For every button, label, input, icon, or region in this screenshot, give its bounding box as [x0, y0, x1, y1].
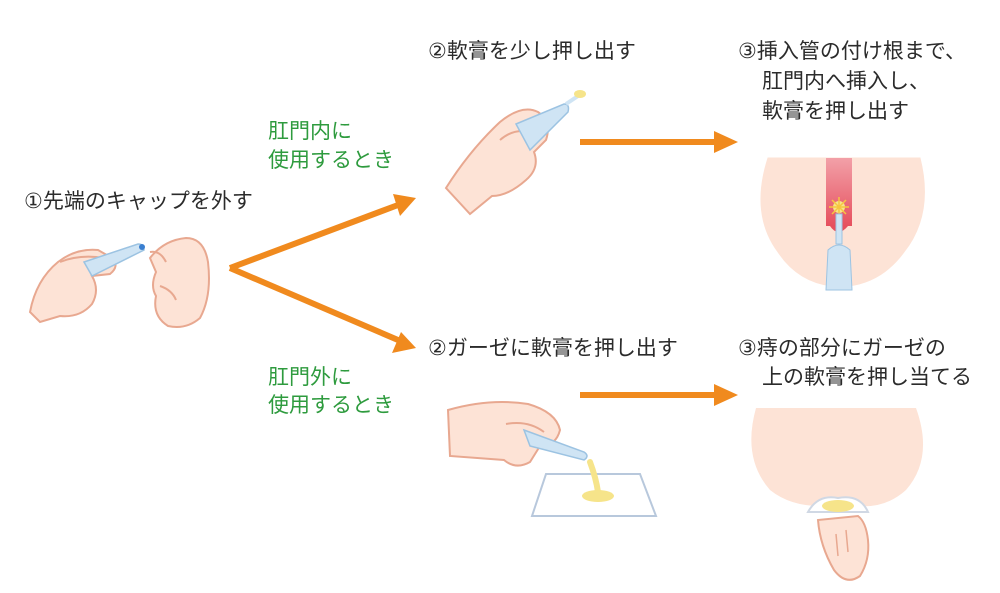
inside-step3-label-line2: 肛門内へ挿入し、 — [762, 69, 930, 93]
inside-step2-label: ②軟膏を少し押し出す — [428, 39, 636, 63]
hand-squeezing-tube-illustration — [444, 90, 586, 216]
gauze-press-illustration — [751, 408, 924, 581]
inside-step3-label-line3: 軟膏を押し出す — [762, 99, 909, 123]
inside-step-arrow — [580, 131, 738, 153]
branch-arrow-up — [228, 194, 416, 271]
outside-step3-label-line1: ③痔の部分にガーゼの — [738, 336, 946, 360]
branch-arrow-down — [228, 265, 416, 353]
outside-step-arrow — [580, 384, 738, 406]
outside-step3-label-line2: 上の軟膏を押し当てる — [762, 365, 972, 389]
inside-step3-label-line1: ③挿入管の付け根まで、 — [738, 39, 966, 63]
gauze-squeeze-illustration — [446, 401, 658, 517]
outside-branch-label-line1: 肛門外に — [268, 365, 352, 389]
inside-branch-label-line1: 肛門内に — [268, 119, 352, 143]
hands-removing-cap-illustration — [28, 236, 210, 328]
inside-branch-label-line2: 使用するとき — [268, 148, 394, 172]
step1-label: ①先端のキャップを外す — [24, 189, 253, 213]
outside-step2-label: ②ガーゼに軟膏を押し出す — [428, 336, 678, 360]
rectal-insertion-illustration — [760, 157, 925, 291]
outside-branch-label-line2: 使用するとき — [268, 393, 394, 417]
